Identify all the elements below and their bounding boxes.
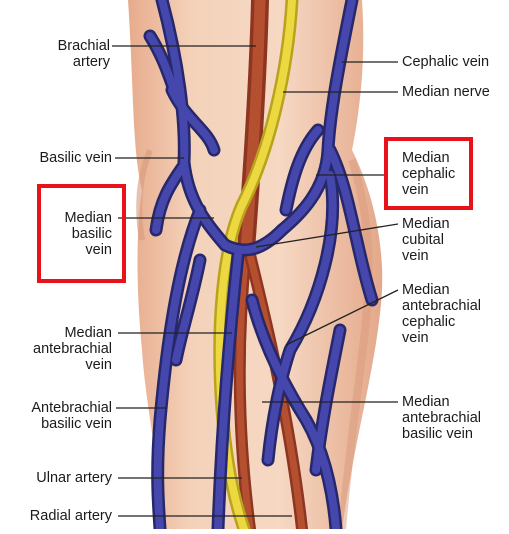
- label-antebrachial-basilic-vein: Antebrachial basilic vein: [4, 400, 112, 432]
- label-median-cubital-vein: Median cubital vein: [402, 216, 502, 264]
- label-median-nerve: Median nerve: [402, 84, 507, 100]
- label-radial-artery: Radial artery: [4, 508, 112, 524]
- label-brachial-artery: Brachial artery: [28, 38, 110, 70]
- label-basilic-vein: Basilic vein: [8, 150, 112, 166]
- highlight-box-median-cephalic-vein: [384, 137, 473, 210]
- label-cephalic-vein: Cephalic vein: [402, 54, 507, 70]
- label-median-antebrachial-vein: Median antebrachial vein: [6, 325, 112, 373]
- label-median-antebrachial-basilic-vein: Median antebrachial basilic vein: [402, 394, 507, 442]
- label-ulnar-artery: Ulnar artery: [4, 470, 112, 486]
- label-median-antebrachial-cephalic-vein: Median antebrachial cephalic vein: [402, 282, 507, 346]
- highlight-box-median-basilic-vein: [37, 184, 126, 283]
